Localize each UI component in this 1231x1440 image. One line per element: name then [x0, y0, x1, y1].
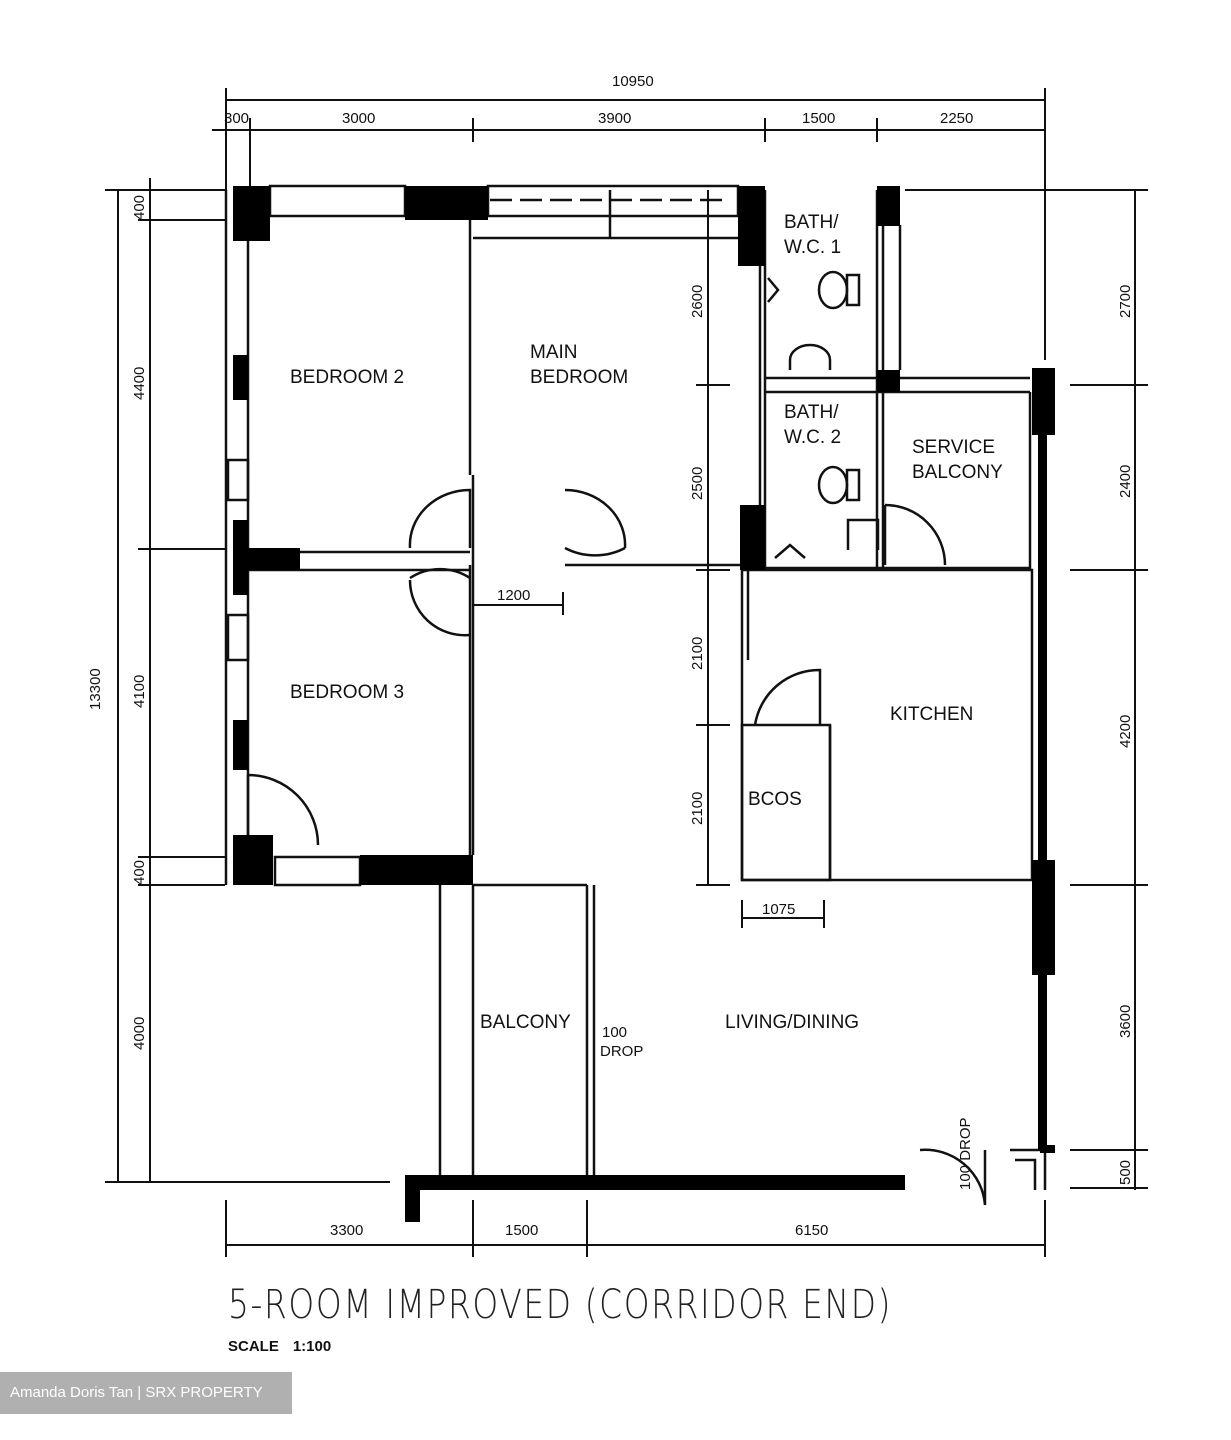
label-store: BCOS: [748, 789, 802, 810]
label-bath2-line1: BATH/: [784, 402, 839, 423]
scale-value: 1:100: [292, 1338, 332, 1355]
label-main-bedroom-line2: BEDROOM: [530, 367, 628, 388]
label-bedroom-2: BEDROOM 2: [290, 367, 404, 388]
label-bath2-line2: W.C. 2: [784, 427, 841, 448]
dim-left-2: 4100: [131, 675, 148, 708]
label-kitchen: KITCHEN: [890, 704, 973, 725]
dim-door-opening: 1200: [497, 587, 530, 604]
walls-solid: [233, 186, 1055, 1222]
dim-bottom-0: 3300: [330, 1222, 363, 1239]
label-balcony: BALCONY: [480, 1012, 571, 1033]
plan-scale: SCALE 1:100: [228, 1338, 345, 1355]
dim-left-4: 4000: [131, 1017, 148, 1050]
dim-bottom-2: 6150: [795, 1222, 828, 1239]
dim-inner-3: 2100: [689, 792, 706, 825]
dim-bottom-1: 1500: [505, 1222, 538, 1239]
dim-top-total: 10950: [612, 73, 654, 90]
label-service-balcony-line1: SERVICE: [912, 437, 995, 458]
dim-right-3: 3600: [1117, 1005, 1134, 1038]
label-bath1-line2: W.C. 1: [784, 237, 841, 258]
dimension-labels: 10950 300 3000 3900 1500 2250 13300 400 …: [87, 73, 1134, 1239]
dim-right-0: 2700: [1117, 285, 1134, 318]
dim-left-total: 13300: [87, 668, 104, 710]
dim-top-0: 300: [224, 110, 249, 127]
label-bath1-line1: BATH/: [784, 212, 839, 233]
label-drop-1a: 100: [602, 1024, 627, 1041]
watermark: Amanda Doris Tan | SRX PROPERTY: [0, 1372, 292, 1414]
dim-top-1: 3000: [342, 110, 375, 127]
room-labels: BEDROOM 2 MAIN BEDROOM BEDROOM 3 BATH/ W…: [290, 212, 1003, 1190]
dim-left-1: 4400: [131, 367, 148, 400]
dim-inner-1: 2500: [689, 467, 706, 500]
dim-inner-2: 2100: [689, 637, 706, 670]
dimension-lines: [105, 88, 1148, 1257]
dim-right-2: 4200: [1117, 715, 1134, 748]
dim-store-width: 1075: [762, 901, 795, 918]
label-living-dining: LIVING/DINING: [725, 1012, 859, 1033]
label-drop-2: 100 DROP: [957, 1117, 974, 1190]
dim-left-0: 400: [131, 195, 148, 220]
dim-top-4: 2250: [940, 110, 973, 127]
plan-title: 5-ROOM IMPROVED (CORRIDOR END): [228, 1282, 893, 1328]
label-service-balcony-line2: BALCONY: [912, 462, 1003, 483]
dim-left-3: 400: [131, 860, 148, 885]
label-drop-1b: DROP: [600, 1043, 643, 1060]
dim-top-3: 1500: [802, 110, 835, 127]
dim-right-1: 2400: [1117, 465, 1134, 498]
dim-right-4: 500: [1117, 1160, 1134, 1185]
dim-top-2: 3900: [598, 110, 631, 127]
label-main-bedroom-line1: MAIN: [530, 342, 578, 363]
dim-inner-0: 2600: [689, 285, 706, 318]
scale-label: SCALE: [228, 1338, 279, 1355]
label-bedroom-3: BEDROOM 3: [290, 682, 404, 703]
